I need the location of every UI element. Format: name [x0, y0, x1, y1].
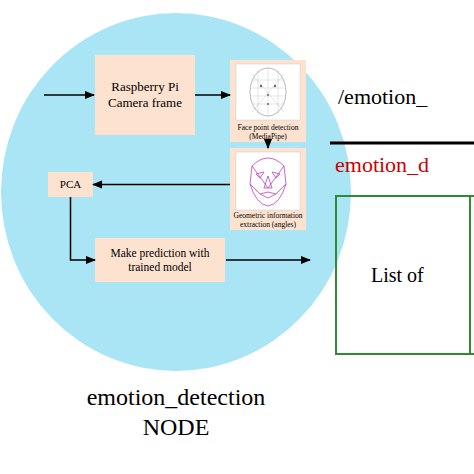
node-label: Geometric information extraction (angles…	[230, 211, 306, 229]
text-area: Raspberry Pi Camera frame	[95, 55, 195, 135]
flow-arrow	[93, 184, 230, 186]
input-arrow	[44, 94, 94, 96]
geometry-image	[236, 152, 300, 210]
process-box: Raspberry Pi Camera frame	[95, 55, 195, 135]
message-field-box: List of	[335, 195, 474, 355]
topic-label: emotion_d	[335, 152, 429, 178]
node-label: Face point detection (MediaPipe)	[230, 123, 306, 141]
text-area: Geometric information extraction (angles…	[230, 211, 306, 229]
flow-arrow	[267, 142, 269, 148]
node-circle: emotion_detection NODERaspberry Pi Camer…	[0, 12, 352, 372]
process-box: Face point detection (MediaPipe)	[230, 60, 306, 142]
topic-rule	[330, 142, 474, 145]
text-area: Make prediction with trained model	[95, 238, 225, 282]
text-area: Face point detection (MediaPipe)	[230, 123, 306, 141]
flow-arrow	[195, 94, 230, 96]
text-area: List of	[337, 197, 474, 353]
node-label: PCA	[60, 178, 81, 191]
topic-label: /emotion_	[338, 84, 427, 110]
text-area: emotion_detection NODE	[76, 382, 276, 442]
node-label: emotion_detection NODE	[76, 382, 276, 442]
flow-arrow	[71, 197, 96, 260]
node-label: Make prediction with trained model	[97, 246, 223, 274]
face-mesh-image	[236, 64, 300, 120]
node-label: Raspberry Pi Camera frame	[97, 79, 193, 111]
text-area: PCA	[48, 172, 93, 197]
table-divider	[469, 196, 471, 354]
process-box: Make prediction with trained model	[95, 238, 225, 282]
node-label: List of	[371, 263, 474, 287]
node-circle-fill	[1, 13, 351, 371]
output-arrow	[226, 259, 310, 261]
process-box: Geometric information extraction (angles…	[230, 148, 306, 230]
process-box: PCA	[48, 172, 93, 197]
